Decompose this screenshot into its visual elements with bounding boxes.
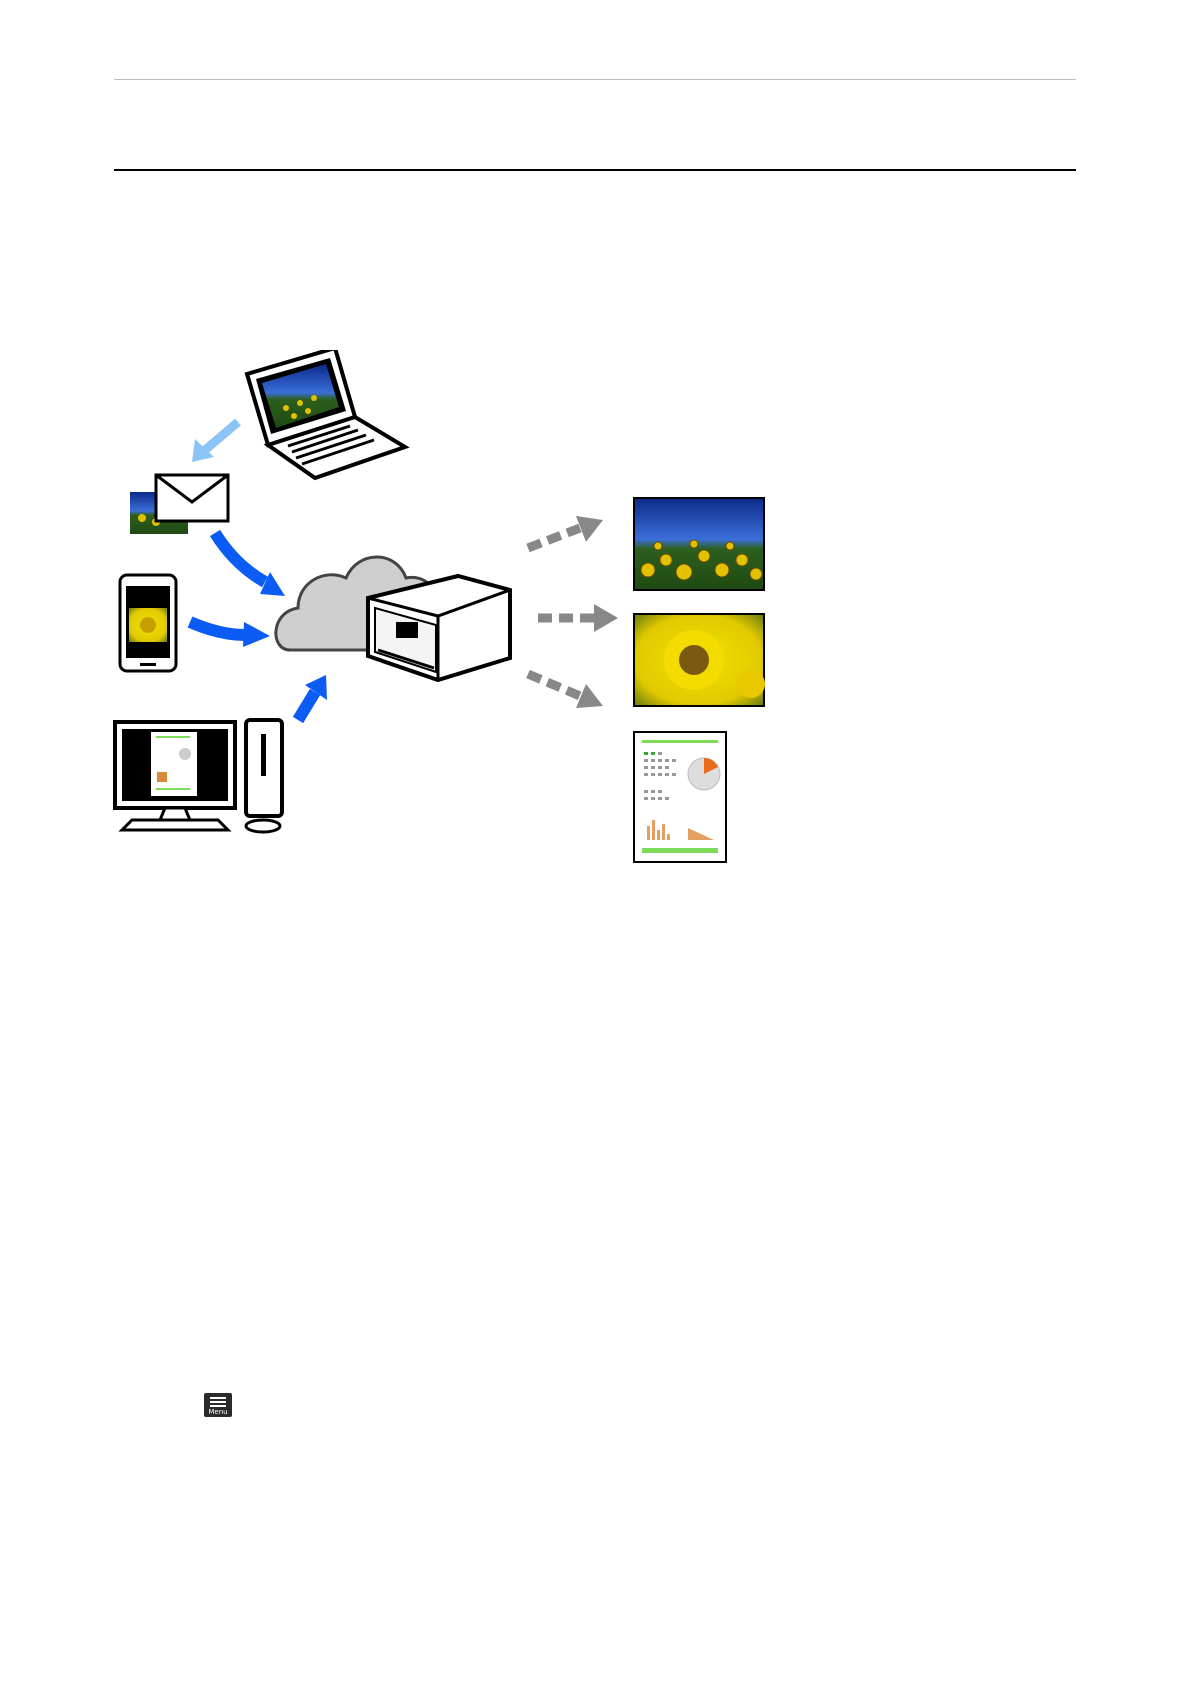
remote-print-diagram — [110, 350, 830, 870]
menu-icon: Menu — [204, 1393, 232, 1417]
printer-icon — [368, 576, 510, 680]
photo-print-sunflower-field — [634, 498, 764, 590]
desktop-computer-icon — [115, 720, 282, 832]
laptop-to-email-arrow — [205, 422, 238, 450]
email-icon — [130, 475, 228, 534]
smartphone-icon — [120, 575, 176, 671]
photo-print-sunflower-closeup — [634, 614, 765, 706]
title-rule — [114, 169, 1076, 171]
menu-icon-label: Menu — [204, 1408, 232, 1416]
document-print-chart — [634, 732, 726, 862]
header-rule — [114, 79, 1076, 80]
outbound-arrows — [528, 516, 618, 708]
laptop-icon — [247, 350, 405, 478]
